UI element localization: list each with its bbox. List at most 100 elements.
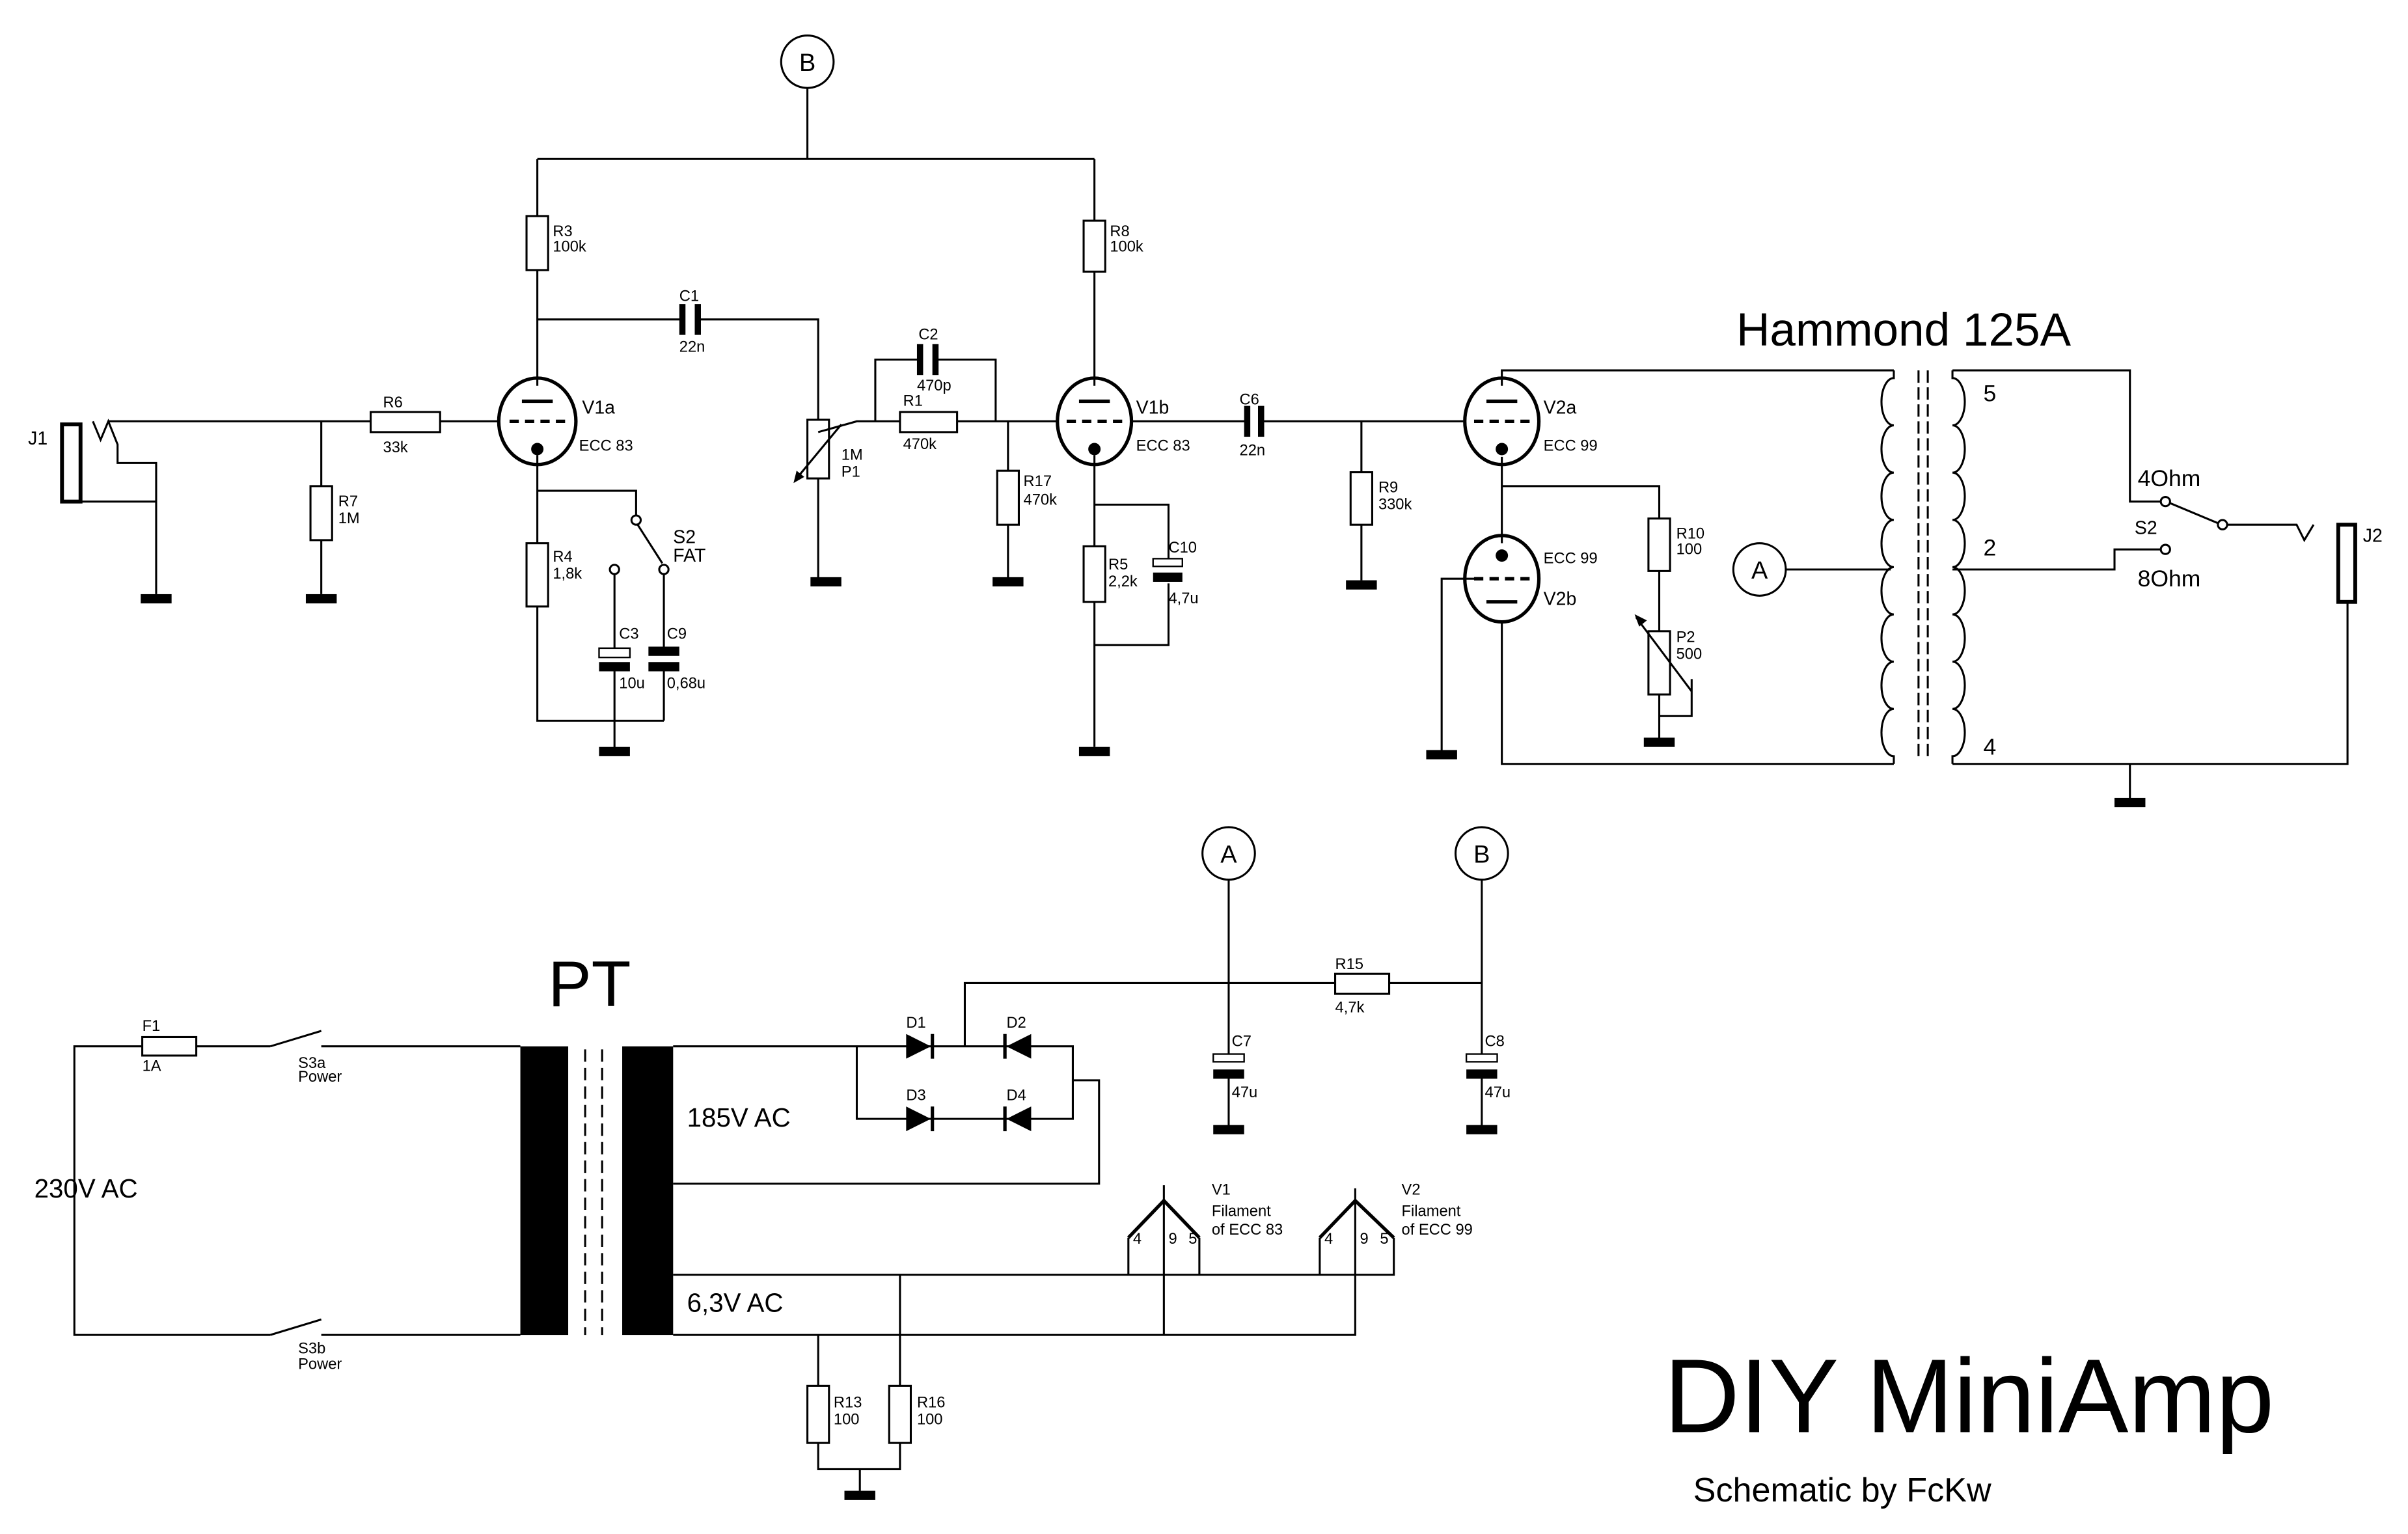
node-a bbox=[1201, 826, 1256, 881]
capacitor-c8 bbox=[1465, 1053, 1498, 1063]
svg-text:S3a: S3a bbox=[298, 1055, 326, 1072]
schematic-author: Schematic by FcKw bbox=[1693, 1472, 1991, 1509]
tube-v1a: V1a ECC 83 bbox=[497, 376, 633, 467]
svg-text:PT: PT bbox=[548, 948, 631, 1020]
capacitor-c3 bbox=[598, 647, 631, 659]
svg-text:R16: R16 bbox=[917, 1395, 945, 1412]
svg-text:A: A bbox=[1751, 557, 1768, 584]
fuse-f1 bbox=[141, 1035, 198, 1057]
ground-icon bbox=[599, 746, 630, 756]
node-a-top: A bbox=[1732, 542, 1891, 597]
ground-icon bbox=[305, 594, 337, 604]
svg-text:47u: 47u bbox=[1485, 1084, 1511, 1101]
resistor-r1-capacitor-c2: R1 470k C2 470p bbox=[874, 327, 1058, 453]
svg-text:V1b: V1b bbox=[1136, 397, 1170, 418]
ground-icon bbox=[1466, 1125, 1498, 1134]
bias-network: R10 100 P2 500 bbox=[1501, 485, 1704, 747]
secondary-winding bbox=[1951, 370, 1966, 764]
svg-text:47u: 47u bbox=[1232, 1084, 1258, 1101]
svg-text:V1: V1 bbox=[1212, 1181, 1231, 1198]
svg-text:V2a: V2a bbox=[1544, 397, 1577, 418]
svg-text:185V AC: 185V AC bbox=[687, 1103, 791, 1132]
svg-text:C3: C3 bbox=[619, 626, 638, 643]
svg-text:22n: 22n bbox=[679, 339, 705, 356]
svg-text:Power: Power bbox=[298, 1069, 342, 1086]
output-jack-j2: J2 bbox=[2336, 523, 2383, 604]
bridge-rectifier: D1 D2 D3 D4 bbox=[673, 981, 1482, 1185]
svg-text:C10: C10 bbox=[1168, 540, 1196, 556]
svg-text:D4: D4 bbox=[1006, 1088, 1026, 1104]
capacitor-c7 bbox=[1212, 1053, 1245, 1063]
output-transformer: Hammond 125A 5 2 4 bbox=[1736, 305, 2349, 808]
svg-text:1M: 1M bbox=[841, 447, 863, 464]
resistor-r15 bbox=[1334, 972, 1391, 995]
power-transformer: PT 185V AC 6,3V AC bbox=[520, 948, 791, 1335]
svg-text:R4: R4 bbox=[553, 549, 572, 566]
svg-text:Filament: Filament bbox=[1212, 1203, 1271, 1220]
node-label: B bbox=[799, 49, 815, 77]
svg-text:5: 5 bbox=[1380, 1231, 1388, 1248]
svg-text:4,7u: 4,7u bbox=[1168, 590, 1198, 607]
resistor-r13 bbox=[806, 1384, 830, 1444]
svg-text:100: 100 bbox=[1676, 541, 1703, 558]
ground-icon bbox=[810, 577, 841, 587]
tube-v2a: V2a ECC 99 bbox=[1463, 369, 1894, 467]
svg-text:1A: 1A bbox=[143, 1058, 161, 1075]
svg-text:S3b: S3b bbox=[298, 1341, 325, 1358]
cathode-network-v1b: R5 2,2k C10 4,7u bbox=[1078, 455, 1199, 756]
power-switch bbox=[269, 1030, 322, 1336]
tube-v1b: V1b ECC 83 bbox=[1056, 376, 1190, 467]
capacitor-c9 bbox=[648, 646, 679, 656]
svg-text:ECC 99: ECC 99 bbox=[1544, 550, 1598, 567]
svg-text:R15: R15 bbox=[1335, 956, 1363, 973]
fat-switch-lever bbox=[636, 524, 663, 564]
svg-text:470k: 470k bbox=[1024, 491, 1058, 508]
resistor-r7: R7 1M bbox=[305, 421, 360, 604]
node-b-top: B bbox=[780, 34, 835, 89]
svg-text:1,8k: 1,8k bbox=[553, 566, 582, 582]
resistor-r8: R8 100k bbox=[1082, 159, 1143, 386]
resistor-r4 bbox=[525, 542, 549, 608]
svg-text:C8: C8 bbox=[1485, 1034, 1505, 1050]
svg-text:of ECC 83: of ECC 83 bbox=[1212, 1222, 1283, 1239]
schematic-title: DIY MiniAmp bbox=[1664, 1337, 2275, 1455]
svg-text:100k: 100k bbox=[553, 239, 586, 256]
svg-text:5: 5 bbox=[1983, 381, 1996, 407]
ground-icon bbox=[2114, 797, 2146, 808]
svg-text:100k: 100k bbox=[1110, 239, 1143, 256]
svg-text:4,7k: 4,7k bbox=[1335, 1000, 1365, 1017]
svg-text:C6: C6 bbox=[1240, 391, 1259, 408]
resistor-r5 bbox=[1082, 545, 1106, 603]
ot-title: Hammond 125A bbox=[1736, 305, 2072, 356]
svg-text:S2: S2 bbox=[2135, 517, 2157, 538]
svg-text:V1a: V1a bbox=[582, 397, 615, 418]
svg-text:4Ohm: 4Ohm bbox=[2138, 465, 2201, 491]
svg-text:2,2k: 2,2k bbox=[1108, 573, 1138, 590]
resistor-r3: R3 100k bbox=[525, 159, 586, 386]
ground-icon bbox=[1346, 580, 1377, 590]
ground-icon bbox=[141, 594, 172, 604]
svg-text:R3: R3 bbox=[553, 223, 572, 240]
svg-text:C7: C7 bbox=[1232, 1034, 1252, 1050]
filter-network: R15 4,7k A B C7 47u C8 47u bbox=[1201, 826, 1511, 1134]
svg-text:R9: R9 bbox=[1378, 479, 1398, 496]
svg-text:R8: R8 bbox=[1110, 223, 1129, 240]
svg-text:8Ohm: 8Ohm bbox=[2138, 566, 2201, 592]
svg-text:330k: 330k bbox=[1378, 497, 1412, 514]
svg-text:P1: P1 bbox=[841, 464, 860, 481]
b-plus-rail bbox=[537, 88, 1095, 160]
input-jack-j1: J1 bbox=[28, 418, 371, 604]
svg-text:D1: D1 bbox=[906, 1015, 925, 1032]
ground-icon bbox=[992, 577, 1024, 587]
svg-text:4: 4 bbox=[1324, 1231, 1333, 1248]
ground-icon bbox=[1643, 737, 1675, 747]
tube-v2b: ECC 99 V2b bbox=[1426, 534, 1894, 765]
svg-text:230V AC: 230V AC bbox=[34, 1174, 138, 1203]
svg-text:470k: 470k bbox=[903, 436, 937, 453]
impedance-switch: 4Ohm S2 8Ohm bbox=[2135, 465, 2315, 592]
svg-text:6,3V AC: 6,3V AC bbox=[687, 1289, 784, 1318]
svg-text:P2: P2 bbox=[1676, 629, 1695, 646]
resistor-r16 bbox=[888, 1384, 912, 1444]
svg-text:5: 5 bbox=[1188, 1231, 1197, 1248]
